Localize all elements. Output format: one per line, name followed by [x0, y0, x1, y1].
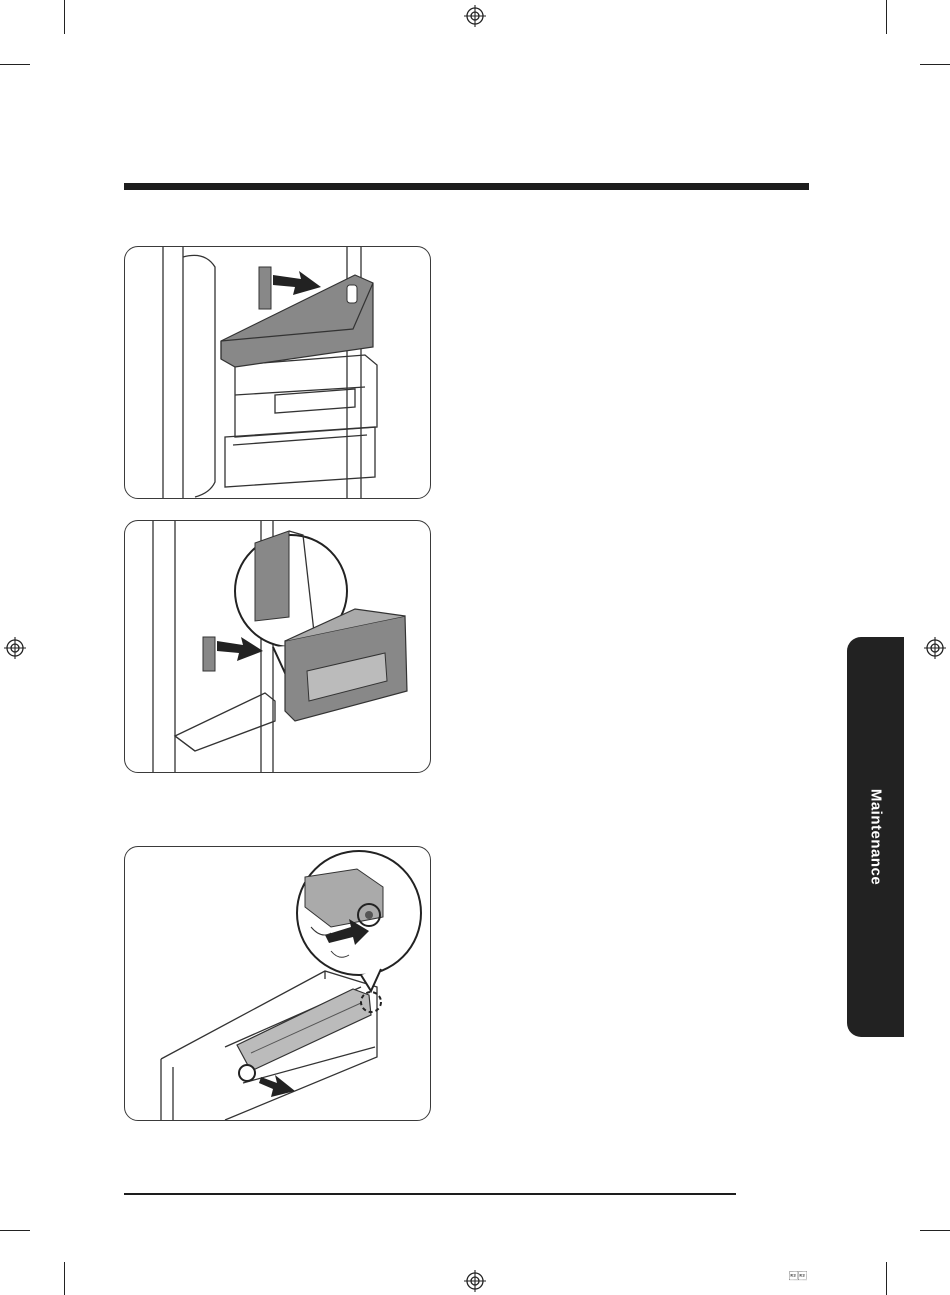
crop-mark-bottom-right-v	[886, 1262, 887, 1295]
registration-mark-icon	[464, 1270, 486, 1292]
registration-mark-icon	[4, 637, 26, 659]
locking-pins-figure	[124, 846, 431, 1121]
registration-mark-icon	[924, 637, 946, 659]
registration-mark-icon	[464, 5, 486, 27]
side-tab-label: Maintenance	[867, 789, 884, 885]
crop-mark-top-right-h	[920, 64, 950, 65]
lift-ice-bucket-figure	[124, 520, 431, 773]
crop-mark-bottom-right-h	[920, 1230, 950, 1231]
bottom-rule	[124, 1193, 736, 1195]
section-side-tab[interactable]: Maintenance	[847, 637, 904, 1037]
remove-door-bin-figure	[124, 246, 431, 499]
crop-mark-top-left-h	[0, 64, 30, 65]
crop-mark-top-right-v	[886, 0, 887, 34]
page-marker	[789, 1272, 807, 1282]
top-rule	[124, 183, 809, 190]
crop-mark-bottom-left-v	[64, 1262, 65, 1295]
crop-mark-bottom-left-h	[0, 1230, 30, 1231]
crop-mark-top-left-v	[64, 0, 65, 34]
